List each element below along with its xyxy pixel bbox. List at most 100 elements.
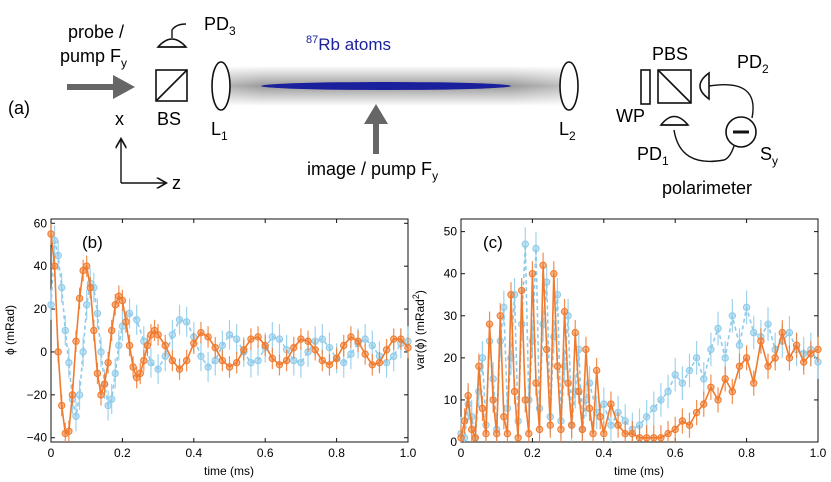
chart-b-data-point (54, 251, 62, 260)
chart-c-data-point (700, 375, 708, 383)
chart-c-data-point (507, 291, 515, 299)
probe-arrow (67, 75, 135, 99)
pd3-sub: 3 (229, 24, 236, 38)
chart-b-ytick-label: 20 (34, 302, 48, 316)
chart-b-data-point (247, 358, 255, 367)
chart-c-data-point (528, 269, 537, 278)
chart-b-data-point (254, 356, 262, 365)
chart-c-xlabel: time (ms) (614, 464, 664, 478)
chart-b-data-point (79, 348, 87, 356)
chart-c-data-point (457, 434, 465, 442)
chart-b-data-point (182, 318, 191, 326)
chart-b-xtick-label: 0.2 (114, 446, 131, 460)
chart-c-ylabel: var(ϕ) (mRad2) (411, 290, 427, 370)
chart-c-ytick-label: 40 (444, 267, 458, 281)
chart-c-data-point (650, 434, 658, 442)
chart-b-data-point (125, 309, 134, 318)
subtractor (673, 84, 757, 162)
lens-1 (211, 61, 231, 111)
chart-b-data-point (58, 401, 66, 410)
chart-b-ytick-label: 60 (34, 216, 48, 230)
chart-b-data-point (332, 354, 341, 363)
chart-c-xtick-label: 0.2 (524, 446, 541, 460)
chart-c-data-point (707, 345, 715, 354)
probe-label-line1: probe / (68, 22, 124, 42)
chart-b-data-point (225, 363, 234, 371)
chart-b-data-point (204, 363, 212, 371)
waveplate (640, 69, 651, 105)
chart-b-data-point (83, 301, 91, 309)
probe-label-sub: y (121, 56, 127, 70)
chart-c-data-point (700, 400, 708, 408)
chart-b-data-point (61, 326, 69, 335)
chart-c-data-point (493, 429, 501, 438)
chart-b-data-point (340, 341, 348, 350)
lens2-label: L2 (559, 119, 576, 143)
chart-b-data-point (232, 358, 241, 367)
chart-c-data-point (485, 320, 494, 328)
chart-b-ytick-label: 0 (40, 345, 47, 359)
chart-c-data-point (600, 400, 608, 408)
chart-b-data-point (275, 335, 284, 343)
chart-b-data-point (404, 343, 412, 352)
chart-c-data-point (510, 387, 519, 396)
chart-b-xtick-label: 0 (48, 446, 55, 460)
chart-b-data-point (254, 333, 262, 341)
chart-c-data-point (728, 387, 737, 396)
image-arrow (364, 104, 388, 154)
chart-c-data-point (546, 421, 554, 429)
chart-b-data-point (115, 341, 123, 350)
chart-b-data-point (232, 335, 241, 343)
chart-b-data-point (190, 339, 198, 348)
chart-b-data-point (161, 341, 169, 350)
pd3-detector (156, 23, 188, 48)
pd2-label: PD2 (737, 52, 769, 76)
chart-b-data-point (68, 391, 77, 399)
chart-c-data-point (521, 240, 529, 248)
chart-b-data-point (347, 350, 355, 358)
polarimeter-label: polarimeter (662, 178, 752, 198)
chart-c-data-point (642, 413, 651, 421)
pbs-label: PBS (652, 44, 688, 64)
chart-c-data-point (671, 425, 679, 434)
chart-b-xtick-label: 1.0 (400, 446, 417, 460)
chart-b-data-point (225, 331, 234, 339)
chart-c-data-point (678, 379, 687, 387)
chart-c-data-point (503, 429, 512, 438)
chart-b-data-point (361, 350, 369, 358)
chart-c-data-point (750, 379, 758, 387)
chart-b-data-point (290, 343, 298, 352)
chart-c-data-point (778, 328, 786, 337)
chart-c-ytick-label: 50 (444, 225, 458, 239)
chart-b-data-point (240, 346, 248, 354)
chart-c-series-0 (457, 252, 822, 442)
chart-c-data-point (532, 244, 540, 253)
chart-b-data-point (218, 356, 227, 365)
chart-b-data-point (390, 352, 398, 360)
chart-b-data-point (261, 341, 269, 350)
chart-b-data-point (361, 335, 369, 343)
chart-b-data-point (340, 358, 348, 367)
chart-b-data-point (304, 337, 312, 345)
chart-b-data-point (147, 358, 155, 367)
chart-c-data-point (685, 366, 694, 375)
chart-c-data-point (771, 354, 779, 362)
chart-c-data-point (650, 404, 658, 413)
sy-label: Sy (760, 144, 778, 168)
chart-c-data-point (707, 383, 715, 392)
chart-c-xtick-label: 0 (458, 446, 465, 460)
image-label: image / pump Fy (307, 159, 438, 183)
chart-c-data-point (814, 345, 822, 354)
chart-c-data-point (607, 421, 615, 429)
chart-b-ytick-label: 40 (34, 259, 48, 273)
chart-b-panel-label: (b) (82, 233, 103, 252)
chart-b-data-point (318, 335, 327, 343)
chart-c-data-point (589, 429, 597, 438)
chart-b-data-point (197, 352, 205, 360)
chart-b-data-point (107, 326, 116, 335)
chart-c-data-point (582, 345, 590, 354)
atoms-label: 87Rb atoms (306, 34, 391, 54)
